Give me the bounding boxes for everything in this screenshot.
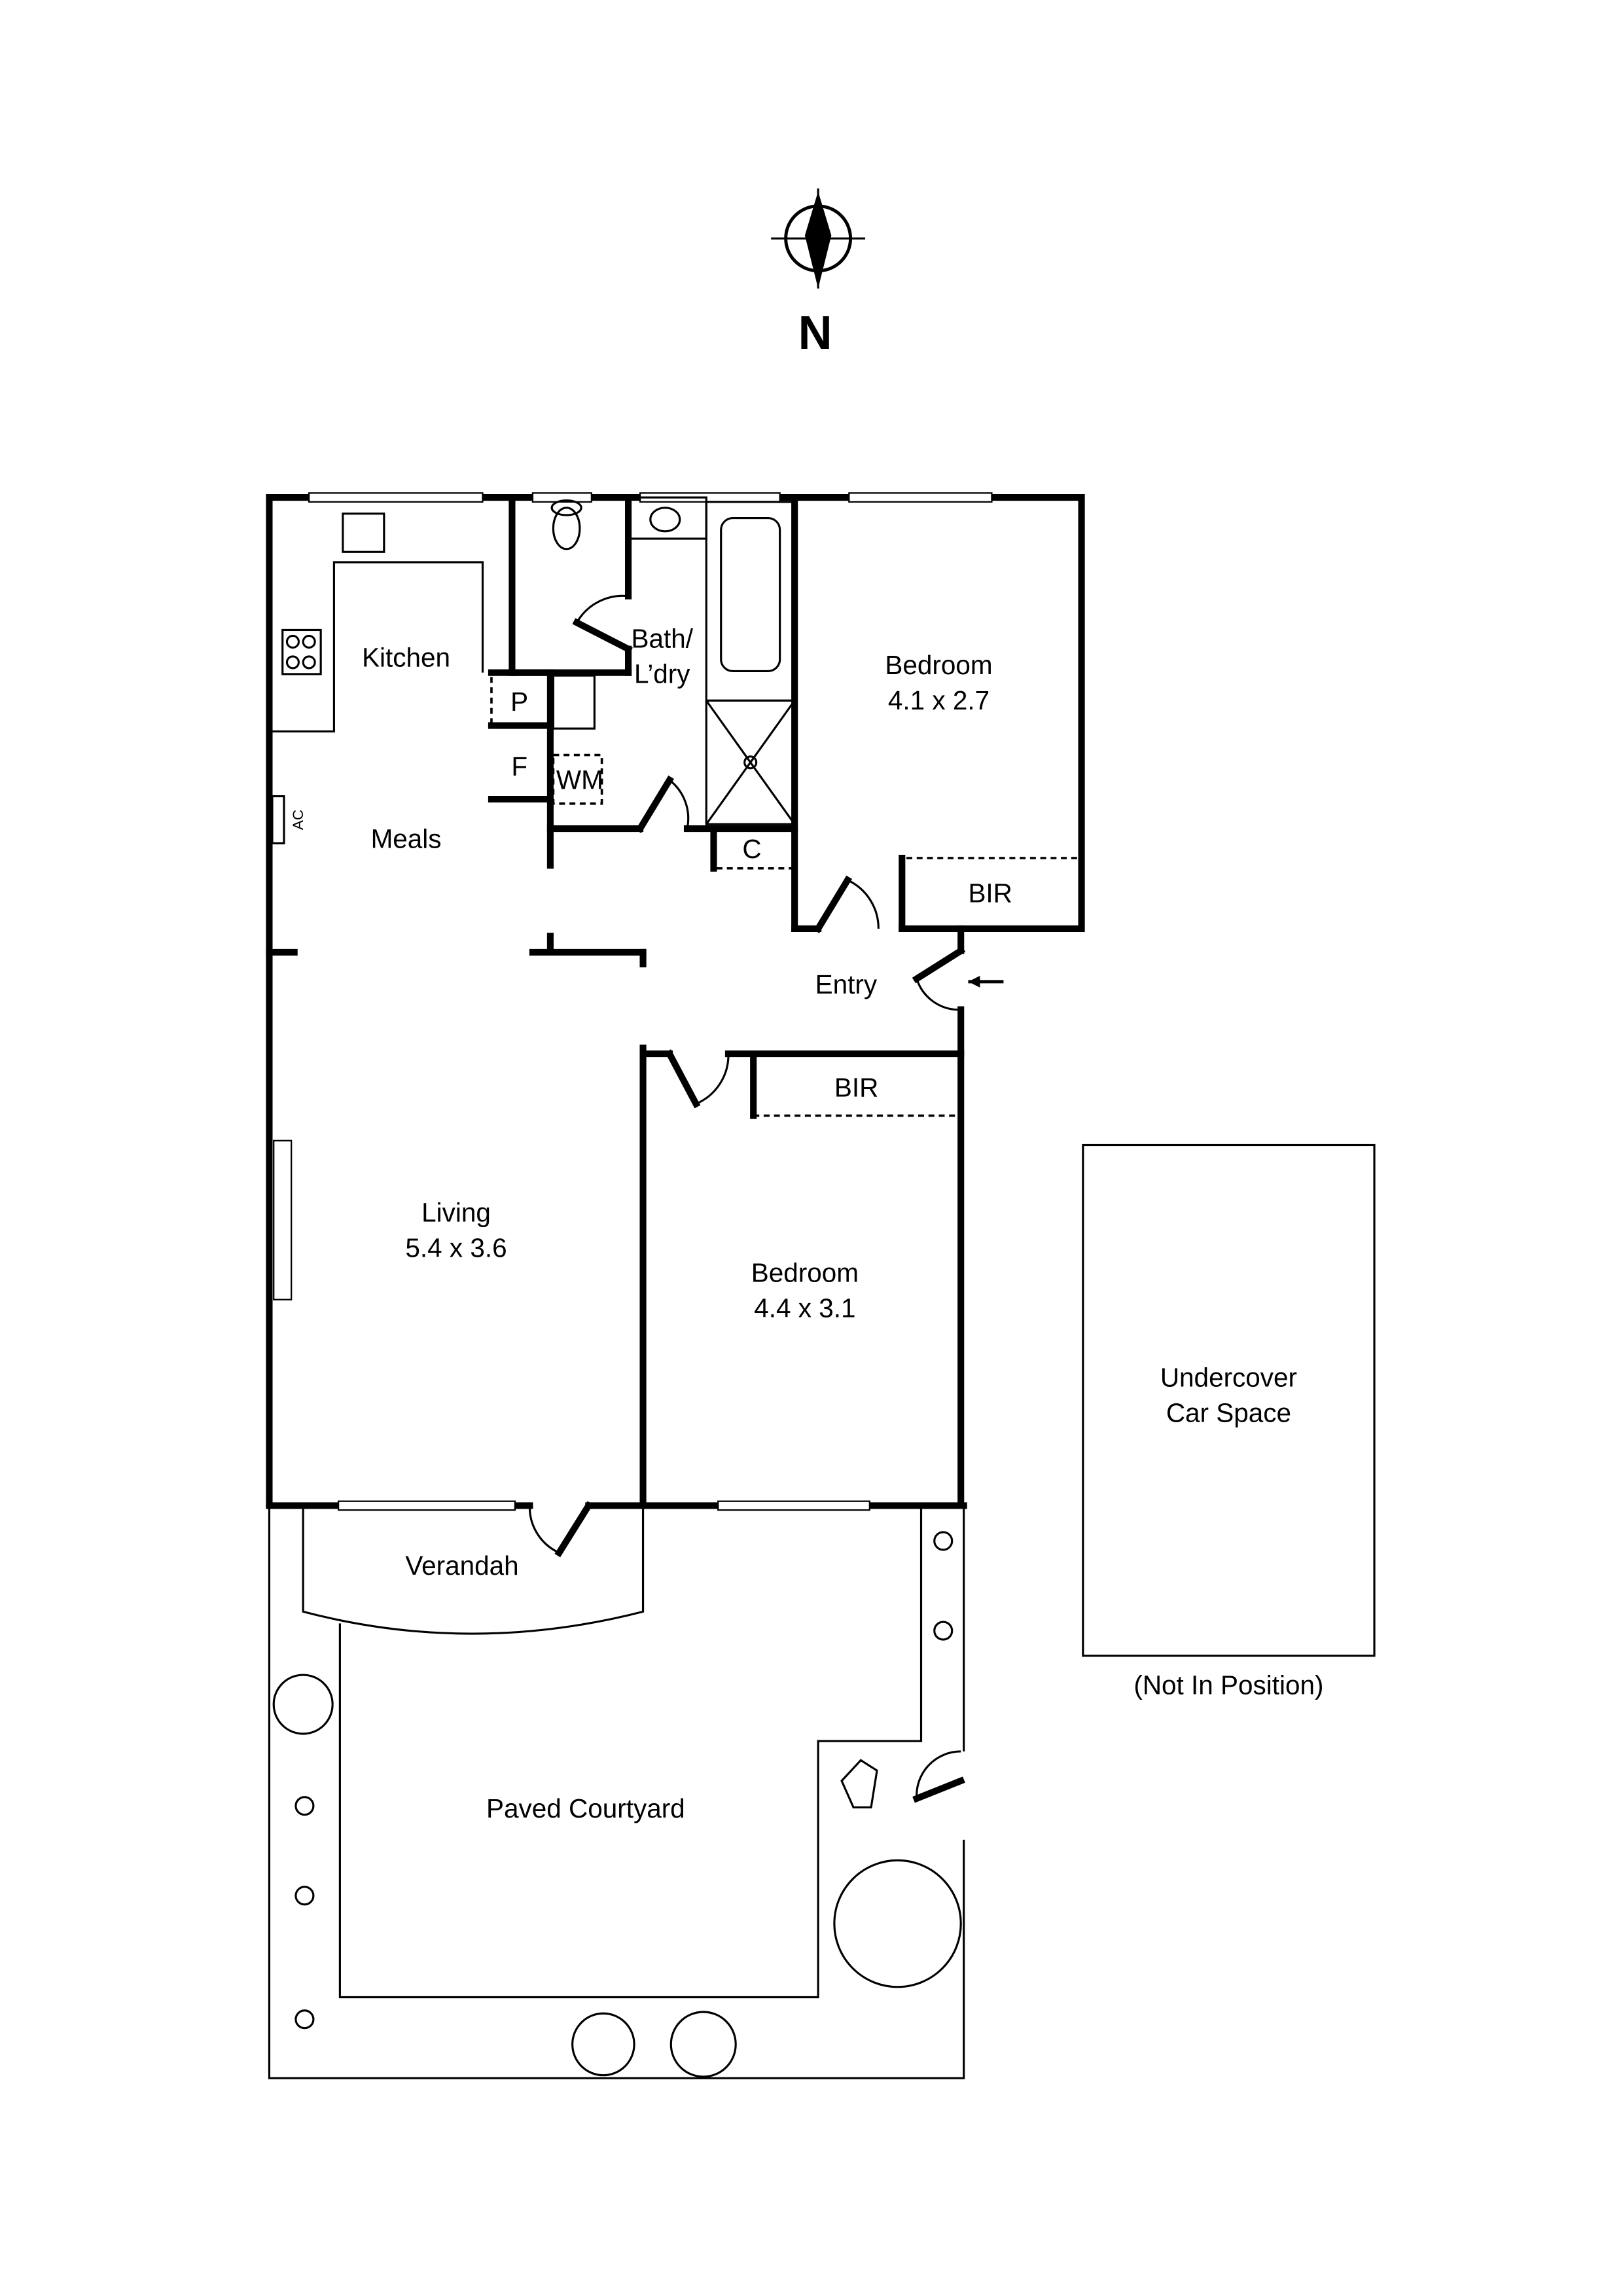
ac-label: AC — [290, 810, 306, 830]
tree-icons — [272, 1531, 962, 2078]
bir1-label: BIR — [968, 878, 1012, 908]
meals-label: Meals — [371, 823, 442, 853]
doors — [528, 594, 1004, 1803]
carspace-note: (Not In Position) — [1133, 1670, 1323, 1700]
bedroom2-label: Bedroom — [751, 1258, 859, 1288]
bedroom1-label: Bedroom — [885, 650, 992, 680]
carspace-label-2: Car Space — [1166, 1397, 1291, 1427]
bir2-label: BIR — [834, 1072, 878, 1102]
bath-label-2: L’dry — [634, 658, 690, 689]
bedroom2-size: 4.4 x 3.1 — [754, 1293, 855, 1323]
carspace-label-1: Undercover — [1160, 1362, 1297, 1392]
courtyard-lines — [268, 1143, 1376, 2079]
living-size: 5.4 x 3.6 — [405, 1232, 507, 1263]
cupboard-label: C — [742, 834, 761, 864]
verandah-label: Verandah — [405, 1551, 518, 1581]
entry-label: Entry — [815, 969, 878, 999]
north-label: N — [798, 307, 832, 359]
pantry-label: P — [510, 687, 528, 717]
washing-machine-label: WM — [556, 764, 603, 795]
living-label: Living — [421, 1197, 491, 1227]
bedroom1-size: 4.1 x 2.7 — [888, 685, 990, 715]
kitchen-fixtures — [271, 496, 1079, 1117]
windows — [273, 492, 993, 1511]
fridge-label: F — [511, 751, 527, 781]
north-arrow-icon — [771, 188, 866, 289]
courtyard-label: Paved Courtyard — [486, 1793, 685, 1823]
kitchen-label: Kitchen — [362, 643, 450, 673]
bath-label-1: Bath/ — [632, 623, 694, 653]
